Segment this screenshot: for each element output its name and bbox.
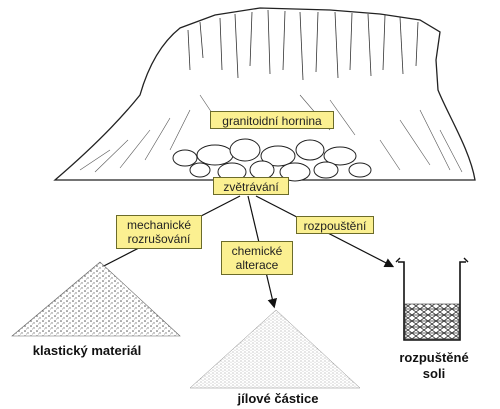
mechanical-line2: rozrušování <box>127 232 191 246</box>
chemical-label: chemické alterace <box>221 241 293 275</box>
chemical-line1: chemické <box>231 244 283 258</box>
mechanical-line1: mechanické <box>126 218 192 232</box>
dissolved-salts-label: rozpuštěné soli <box>384 350 484 382</box>
granite-mountain <box>53 7 476 182</box>
clastic-material-label: klastický materiál <box>32 343 142 358</box>
beaker <box>395 257 469 341</box>
chemical-line2: alterace <box>235 258 279 272</box>
clay-pile <box>189 309 361 389</box>
rock-label: granitoidní hornina <box>210 111 334 129</box>
weathering-label: zvětrávání <box>213 177 289 195</box>
dissolved-line1: rozpuštěné <box>399 350 469 365</box>
dissolution-label: rozpouštění <box>296 216 374 234</box>
clay-particles-label: jílové částice <box>237 391 319 406</box>
mechanical-label: mechanické rozrušování <box>116 215 202 249</box>
dissolved-line2: soli <box>422 366 446 381</box>
clastic-pile <box>11 261 181 337</box>
